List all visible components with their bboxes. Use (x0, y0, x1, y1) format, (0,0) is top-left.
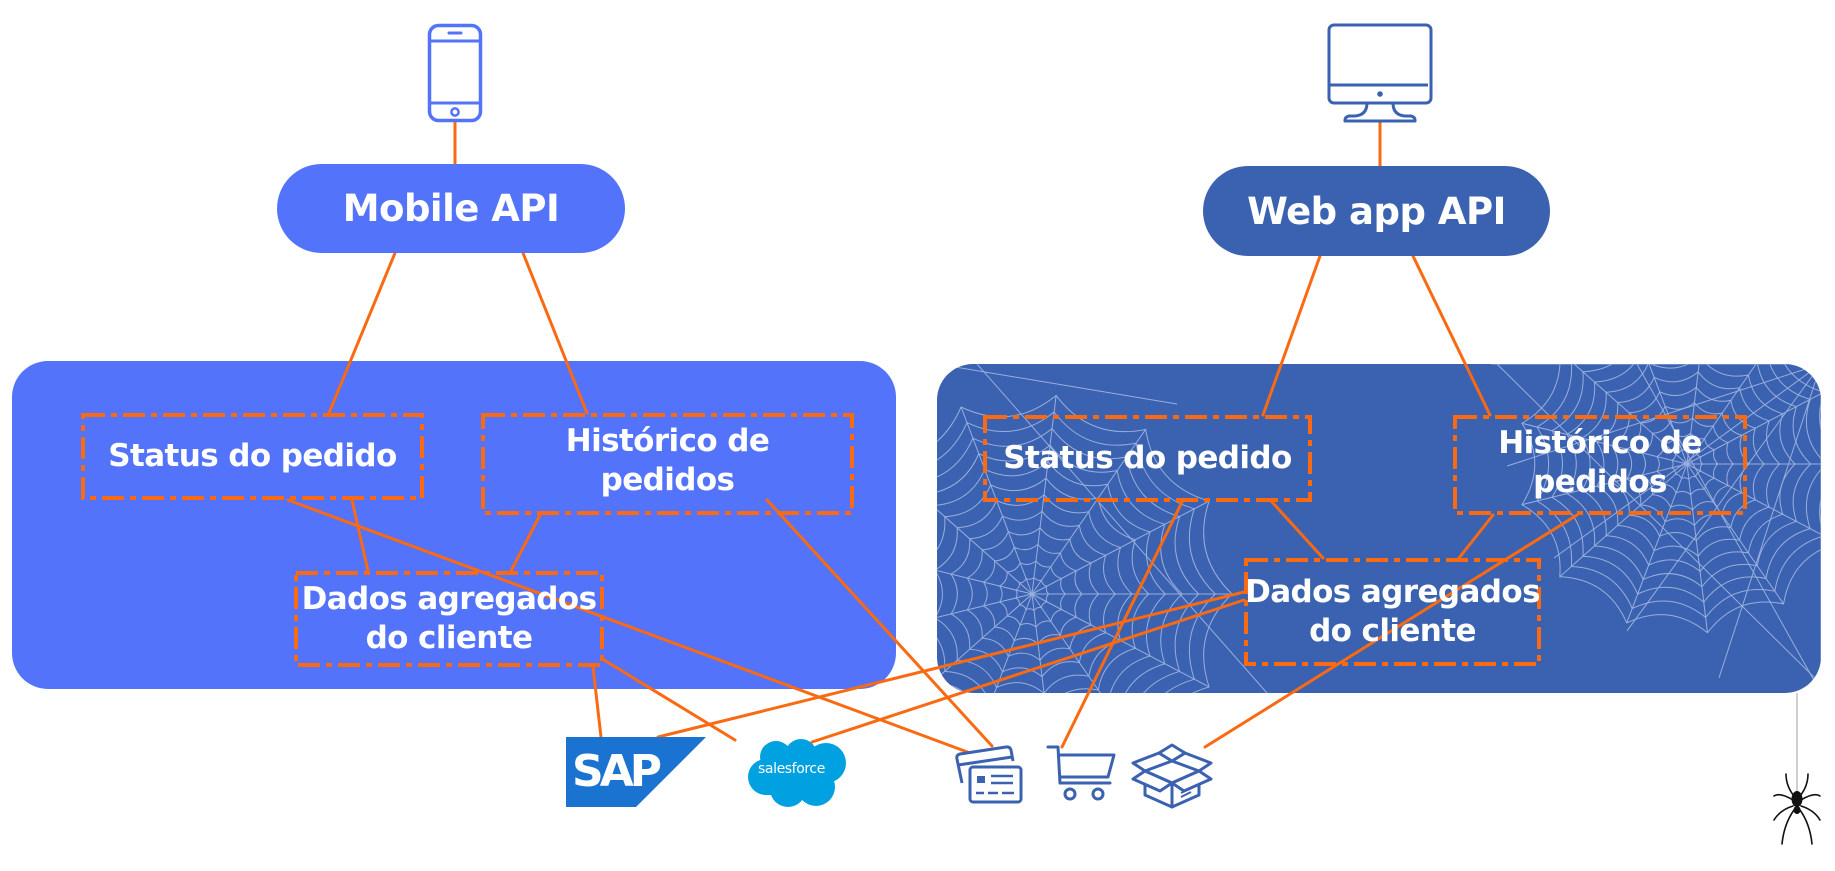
web-order-history-label-line2: pedidos (1533, 464, 1667, 500)
desktop-monitor-icon (1327, 23, 1433, 123)
web-app-api-node[interactable]: Web app API (1203, 166, 1550, 256)
mobile-customer-data-label-line2: do cliente (365, 620, 533, 656)
credit-cards-icon[interactable] (954, 745, 1024, 805)
web-order-status-label: Status do pedido (1003, 440, 1292, 476)
web-customer-data-label-line1: Dados agregados (1245, 574, 1540, 610)
mobile-api-node[interactable]: Mobile API (277, 164, 625, 253)
mobile-order-status-label: Status do pedido (108, 438, 397, 474)
sap-logo[interactable]: SAP (566, 737, 706, 807)
mobile-order-status-node[interactable]: Status do pedido (81, 413, 424, 500)
web-order-history-label-line1: Histórico de (1498, 425, 1702, 461)
mobile-order-history-label-line1: Histórico de (565, 423, 770, 459)
salesforce-logo-text: salesforce (758, 761, 825, 777)
web-app-api-label: Web app API (1247, 189, 1506, 233)
web-order-history-node[interactable]: Histórico de pedidos (1453, 415, 1747, 515)
smartphone-icon (427, 23, 483, 123)
hanging-spider-icon (1773, 773, 1821, 845)
web-customer-data-label-line2: do cliente (1309, 613, 1476, 649)
salesforce-logo[interactable]: salesforce (746, 737, 850, 809)
mobile-customer-data-label-line1: Dados agregados (301, 581, 597, 617)
web-customer-data-node[interactable]: Dados agregados do cliente (1244, 558, 1541, 666)
open-box-icon[interactable] (1131, 741, 1213, 809)
sap-logo-shape (566, 737, 706, 807)
shopping-cart-icon[interactable] (1046, 745, 1116, 803)
mobile-api-label: Mobile API (342, 187, 560, 230)
web-order-status-node[interactable]: Status do pedido (983, 415, 1312, 502)
sap-logo-text: SAP (572, 746, 662, 797)
salesforce-cloud-shape (748, 739, 846, 807)
mobile-order-history-node[interactable]: Histórico de pedidos (481, 413, 854, 515)
mobile-customer-data-node[interactable]: Dados agregados do cliente (294, 571, 604, 667)
mobile-order-history-label-line2: pedidos (600, 462, 735, 498)
